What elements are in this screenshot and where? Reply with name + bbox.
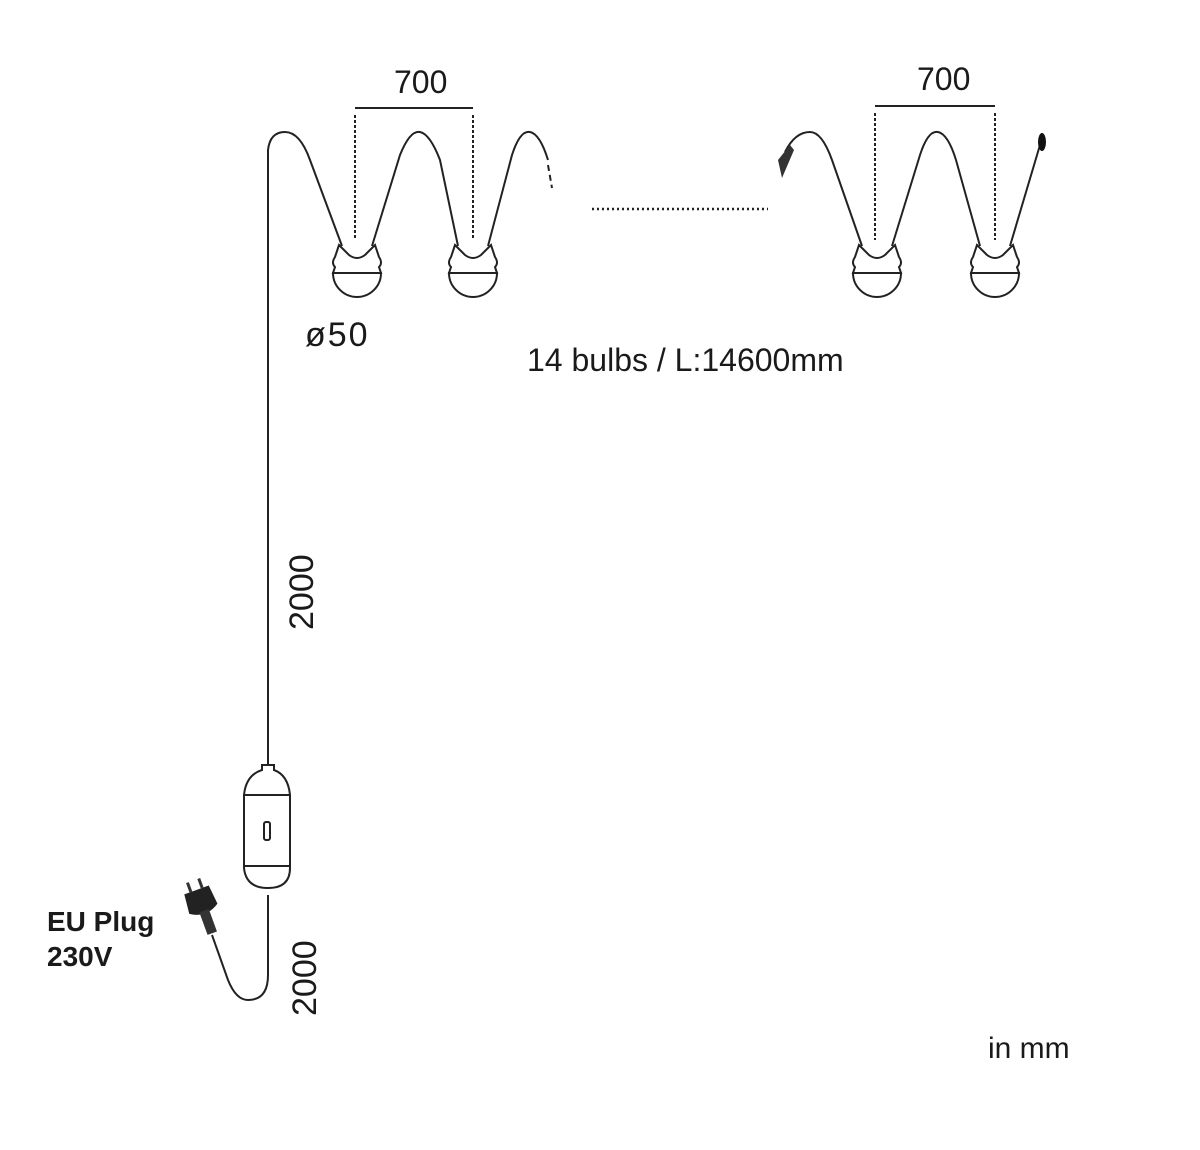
inline-switch [243, 764, 291, 890]
wire-segment [371, 130, 459, 247]
wire-segment [487, 130, 549, 247]
end-cap [1038, 133, 1046, 151]
end-connector [778, 145, 794, 178]
plug-cable-length: 2000 [286, 940, 324, 1016]
unit-note: in mm [988, 1032, 1070, 1065]
eu-plug-icon [184, 878, 218, 935]
bulb-diameter: ø50 [305, 316, 370, 354]
spacing-dimension-right: 700 [917, 61, 971, 97]
wire-segment [784, 130, 863, 247]
wire-segment [1009, 144, 1041, 247]
bulb [852, 244, 902, 298]
plug-voltage-label: 230V [47, 941, 113, 972]
wire-segment [891, 130, 981, 247]
lead-cable-length: 2000 [283, 554, 321, 630]
plug-cable [211, 895, 269, 1002]
wire-left [267, 130, 343, 765]
plug-type-label: EU Plug [47, 906, 155, 937]
wire-cut [547, 164, 553, 189]
bulb [970, 244, 1020, 298]
bulb [448, 244, 498, 298]
bulb [332, 244, 382, 298]
spacing-dimension-left: 700 [394, 64, 448, 100]
bulb-summary: 14 bulbs / L:14600mm [527, 342, 844, 378]
